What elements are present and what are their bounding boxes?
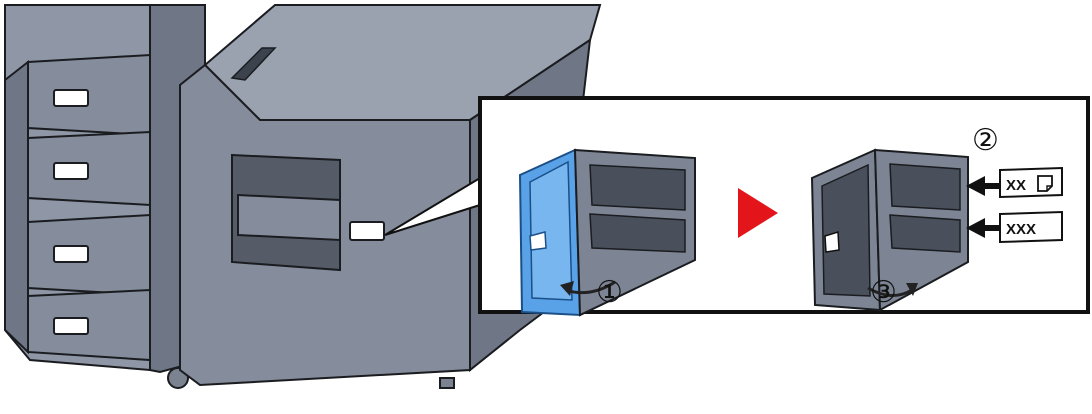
rotate-close-arrow-icon xyxy=(867,286,913,297)
step-2-number: ② xyxy=(972,124,999,157)
step-1-illustration xyxy=(518,148,696,317)
side-feeder-handle xyxy=(349,221,385,241)
label-card-top-text: XX xyxy=(1006,177,1026,194)
cassette-handles xyxy=(53,89,89,335)
paper-size-icon xyxy=(1037,175,1053,192)
side-feeder-top-slot xyxy=(230,47,277,81)
side-feeder-window xyxy=(231,153,341,272)
step-2-3-illustration xyxy=(810,148,969,312)
next-step-arrow-icon xyxy=(738,188,778,238)
step-3-number: ③ xyxy=(870,276,897,309)
label-card-bottom-text: XXX xyxy=(1006,221,1036,238)
side-feeder-foot xyxy=(439,377,455,389)
step-1-number: ① xyxy=(596,276,623,309)
label-card-bottom xyxy=(999,210,1063,244)
insert-arrow-bottom-icon xyxy=(966,218,1000,238)
insert-arrow-top-icon xyxy=(966,176,1000,196)
